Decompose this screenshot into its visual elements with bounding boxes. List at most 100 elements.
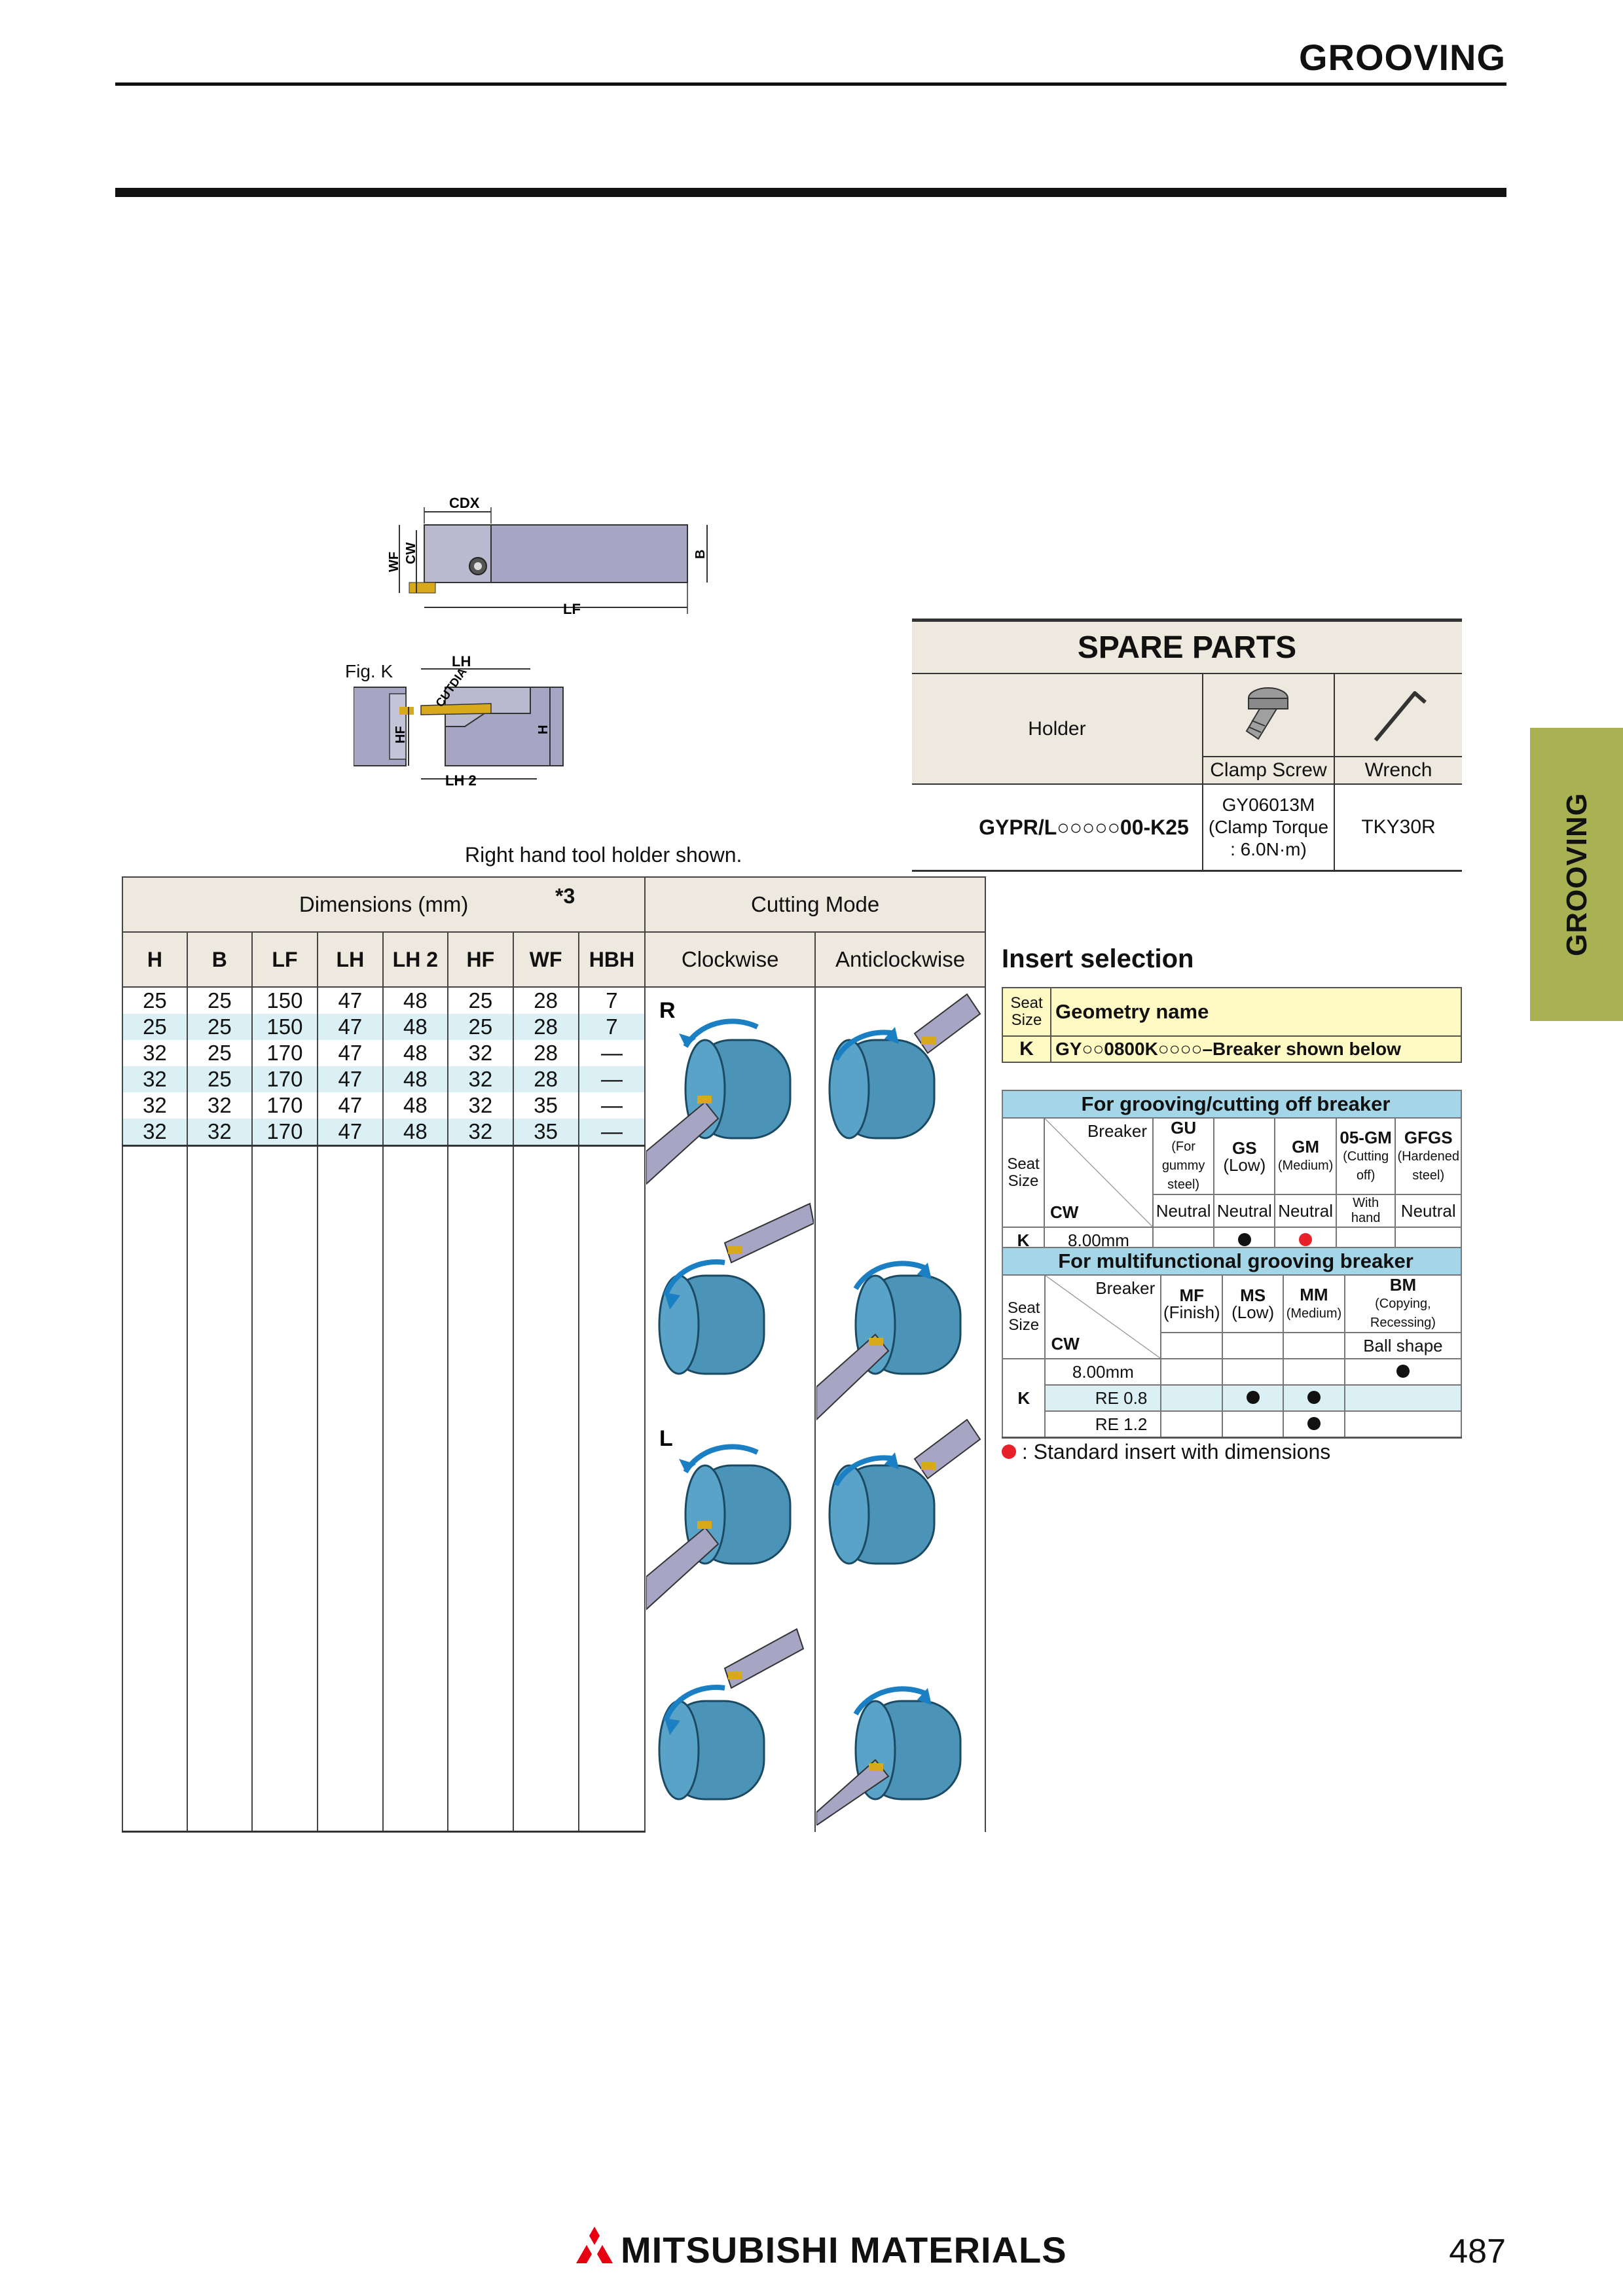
gb-gm: GM(Medium) — [1274, 1117, 1337, 1195]
dimensions-group-header: Dimensions (mm) *3 — [121, 876, 646, 933]
col-lh: LH — [317, 931, 384, 988]
anticlockwise-r-2 — [816, 1261, 962, 1422]
mb-ms: MS(Low) — [1222, 1274, 1285, 1333]
gb-05gm: 05-GM(Cutting off) — [1335, 1117, 1396, 1195]
stock-dot-mm-08 — [1307, 1390, 1321, 1404]
gb-gu: GU(For gummy steel) — [1152, 1117, 1215, 1195]
anticlockwise-diagrams — [816, 993, 981, 1827]
stock-dot-ms — [1246, 1390, 1260, 1404]
cutting-mode-header: Cutting Mode — [644, 876, 986, 933]
wrench-icon — [1334, 673, 1462, 757]
note-mark: *3 — [555, 884, 575, 908]
dim-label-b: B — [693, 550, 708, 559]
clockwise-l-1 — [646, 1444, 792, 1611]
col-anticlockwise: Anticlockwise — [814, 931, 986, 988]
geo-value: GY○○0800K○○○○–Breaker shown below — [1050, 1035, 1462, 1063]
section-title: GROOVING — [1298, 37, 1506, 78]
standard-dot-gm — [1299, 1232, 1313, 1246]
clockwise-r-2 — [658, 1202, 815, 1375]
mb-bm: BM(Copying, Recessing) — [1343, 1274, 1463, 1333]
label-l: L — [659, 1426, 673, 1451]
stock-dot-mm-12 — [1307, 1416, 1321, 1430]
col-clockwise: Clockwise — [644, 931, 816, 988]
anticlockwise-l-2 — [816, 1686, 962, 1827]
label-r: R — [659, 998, 676, 1023]
anticlockwise-images — [814, 987, 986, 1832]
clockwise-images: R L — [644, 987, 816, 1832]
dim-label-wf: WF — [387, 552, 401, 572]
grooving-breaker-table: For grooving/cutting off breaker Seat Si… — [1001, 1090, 1462, 1255]
clamp-torque-line1: (Clamp Torque — [1208, 817, 1329, 837]
tool-holder-drawing: CDX WF CW B LF LH CUTDIA HF H LH 2 — [354, 497, 708, 789]
side-tab-label: GROOVING — [1560, 792, 1593, 957]
multifunction-breaker-table: For multifunctional grooving breaker Sea… — [1001, 1247, 1463, 1439]
geo-seat-k: K — [1002, 1035, 1051, 1063]
anticlockwise-l-1 — [828, 1418, 981, 1565]
gb-gfgs: GFGS(Hardened steel) — [1395, 1117, 1462, 1195]
red-dot-icon — [1002, 1444, 1016, 1459]
side-tab-grooving[interactable]: GROOVING — [1530, 728, 1623, 1021]
dim-label-cdx: CDX — [449, 497, 480, 511]
brand-name: MITSUBISHI MATERIALS — [621, 2229, 1067, 2270]
stock-dot-bm — [1396, 1364, 1410, 1378]
clamp-torque-line2: : 6.0N·m) — [1230, 839, 1307, 859]
spare-parts-title: SPARE PARTS — [912, 619, 1462, 674]
screw-icon — [1201, 673, 1336, 757]
three-diamonds-logo-icon — [576, 2227, 613, 2263]
mb-ball-shape: Ball shape — [1343, 1332, 1463, 1359]
dim-label-hf: HF — [393, 726, 408, 744]
clamp-screw-code: GY06013M — [1222, 795, 1315, 815]
anticlockwise-r-1 — [828, 993, 981, 1139]
dim-label-lf: LF — [563, 601, 581, 617]
clockwise-r-1 — [646, 1018, 792, 1186]
clamp-screw-header: Clamp Screw — [1201, 756, 1336, 785]
col-wf: WF — [512, 931, 579, 988]
geo-name-header: Geometry name — [1050, 987, 1462, 1037]
right-hand-note: Right hand tool holder shown. — [465, 843, 742, 867]
multi-breaker-header: For multifunctional grooving breaker — [1002, 1247, 1462, 1276]
gb-breaker-cw: Breaker CW — [1044, 1117, 1154, 1228]
col-hbh: HBH — [577, 931, 646, 988]
wrench-code: TKY30R — [1334, 783, 1462, 872]
header-rule — [115, 82, 1506, 86]
dim-label-lh: LH — [452, 653, 471, 670]
insert-selection-title: Insert selection — [1002, 944, 1194, 973]
mb-seat-size: Seat Size — [1001, 1274, 1046, 1359]
col-lh2: LH 2 — [382, 931, 449, 988]
holder-code: GYPR/L○○○○○00-K25 — [912, 783, 1203, 872]
col-b: B — [186, 931, 253, 988]
dim-label-cw: CW — [404, 543, 418, 564]
clockwise-diagrams: R L — [646, 998, 815, 1801]
spare-parts-table: SPARE PARTS Holder Clamp Screw Wrench GY… — [912, 619, 1462, 872]
wrench-header: Wrench — [1334, 756, 1462, 785]
mb-mf: MF(Finish) — [1160, 1274, 1224, 1333]
dim-label-h: H — [536, 725, 551, 734]
col-h: H — [122, 931, 188, 988]
col-hf: HF — [447, 931, 514, 988]
fig-k-label: Fig. K — [345, 661, 393, 681]
legend: : Standard insert with dimensions — [1002, 1440, 1330, 1464]
dimensions-label: Dimensions (mm) — [299, 892, 469, 916]
clamp-screw-cell: GY06013M (Clamp Torque : 6.0N·m) — [1201, 783, 1336, 872]
geometry-table: Seat Size Geometry name K GY○○0800K○○○○–… — [1002, 987, 1462, 1063]
stock-dot-gs — [1237, 1232, 1251, 1246]
dimensions-table: Dimensions (mm) *3 Cutting Mode H B LF L… — [121, 876, 986, 1833]
gb-seat-size: Seat Size — [1001, 1117, 1046, 1228]
gb-gs: GS(Low) — [1213, 1117, 1276, 1195]
mb-breaker-cw: Breaker CW — [1044, 1274, 1162, 1359]
legend-text: : Standard insert with dimensions — [1021, 1440, 1331, 1463]
table-filler-row — [122, 1145, 985, 1833]
clockwise-l-2 — [658, 1628, 805, 1801]
geo-seat-size-header: Seat Size — [1002, 987, 1051, 1037]
holder-header: Holder — [912, 673, 1203, 785]
grooving-breaker-header: For grooving/cutting off breaker — [1002, 1090, 1462, 1119]
dim-label-lh2: LH 2 — [445, 772, 477, 789]
header-bar — [115, 188, 1506, 197]
page-number: 487 — [1449, 2233, 1506, 2270]
